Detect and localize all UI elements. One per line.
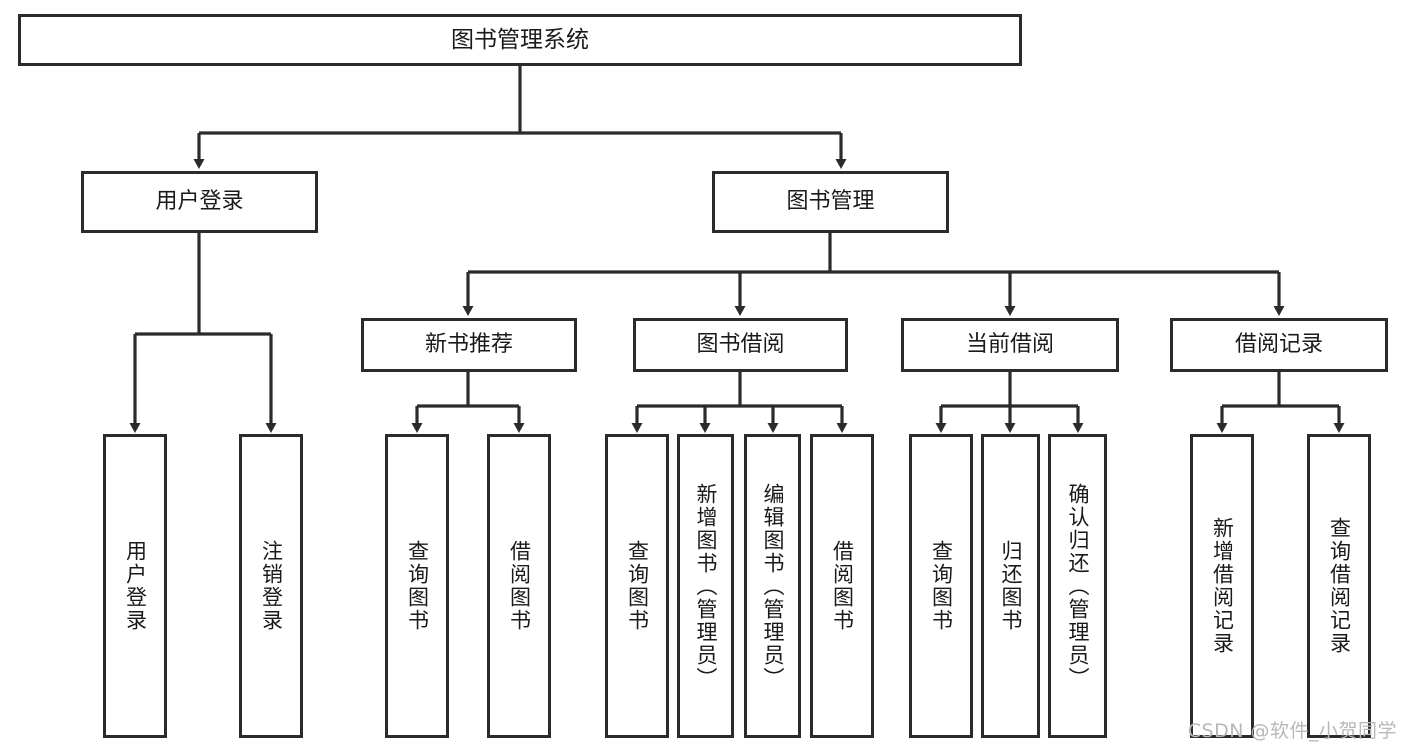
leaf-user-login-signout[interactable]: 注销登录 bbox=[239, 434, 303, 738]
node-label: 查询图书 bbox=[929, 540, 954, 632]
node-label: 借阅图书 bbox=[507, 540, 532, 632]
leaf-borrow-borrow-book[interactable]: 借阅图书 bbox=[810, 434, 874, 738]
node-label: 编辑图书（管理员） bbox=[761, 482, 785, 690]
leaf-record-add[interactable]: 新增借阅记录 bbox=[1190, 434, 1254, 738]
leaf-borrow-query-book[interactable]: 查询图书 bbox=[605, 434, 669, 738]
leaf-borrow-add-book-admin[interactable]: 新增图书（管理员） bbox=[677, 434, 734, 738]
node-label: 新增借阅记录 bbox=[1210, 517, 1235, 655]
node-user-login[interactable]: 用户登录 bbox=[81, 171, 318, 233]
leaf-user-login-signin[interactable]: 用户登录 bbox=[103, 434, 167, 738]
node-label: 新增图书（管理员） bbox=[694, 482, 718, 690]
node-current-borrow[interactable]: 当前借阅 bbox=[901, 318, 1119, 372]
leaf-new-book-borrow[interactable]: 借阅图书 bbox=[487, 434, 551, 738]
node-label: 图书借阅 bbox=[696, 332, 785, 358]
node-label: 新书推荐 bbox=[424, 332, 513, 358]
leaf-record-query[interactable]: 查询借阅记录 bbox=[1307, 434, 1371, 738]
node-root-system[interactable]: 图书管理系统 bbox=[18, 14, 1022, 66]
node-label: 图书管理系统 bbox=[451, 26, 589, 53]
node-book-borrow[interactable]: 图书借阅 bbox=[633, 318, 848, 372]
node-label: 查询图书 bbox=[405, 540, 430, 632]
node-label: 归还图书 bbox=[999, 540, 1023, 632]
node-label: 确认归还（管理员） bbox=[1066, 482, 1090, 690]
node-label: 借阅图书 bbox=[830, 540, 855, 632]
leaf-current-query-book[interactable]: 查询图书 bbox=[909, 434, 973, 738]
node-new-book-recommend[interactable]: 新书推荐 bbox=[361, 318, 577, 372]
node-label: 用户登录 bbox=[123, 540, 148, 632]
leaf-new-book-query[interactable]: 查询图书 bbox=[385, 434, 449, 738]
node-label: 用户登录 bbox=[155, 189, 244, 215]
node-label: 注销登录 bbox=[259, 540, 284, 632]
csdn-watermark: CSDN @软件_小贺同学 bbox=[1187, 720, 1397, 742]
node-borrow-record[interactable]: 借阅记录 bbox=[1170, 318, 1388, 372]
node-book-management[interactable]: 图书管理 bbox=[712, 171, 949, 233]
leaf-current-confirm-return-admin[interactable]: 确认归还（管理员） bbox=[1048, 434, 1107, 738]
node-label: 借阅记录 bbox=[1234, 332, 1323, 358]
node-label: 查询图书 bbox=[625, 540, 650, 632]
node-label: 图书管理 bbox=[786, 189, 875, 215]
leaf-borrow-edit-book-admin[interactable]: 编辑图书（管理员） bbox=[744, 434, 801, 738]
node-label: 当前借阅 bbox=[965, 332, 1054, 358]
leaf-current-return-book[interactable]: 归还图书 bbox=[981, 434, 1040, 738]
node-label: 查询借阅记录 bbox=[1327, 517, 1352, 655]
